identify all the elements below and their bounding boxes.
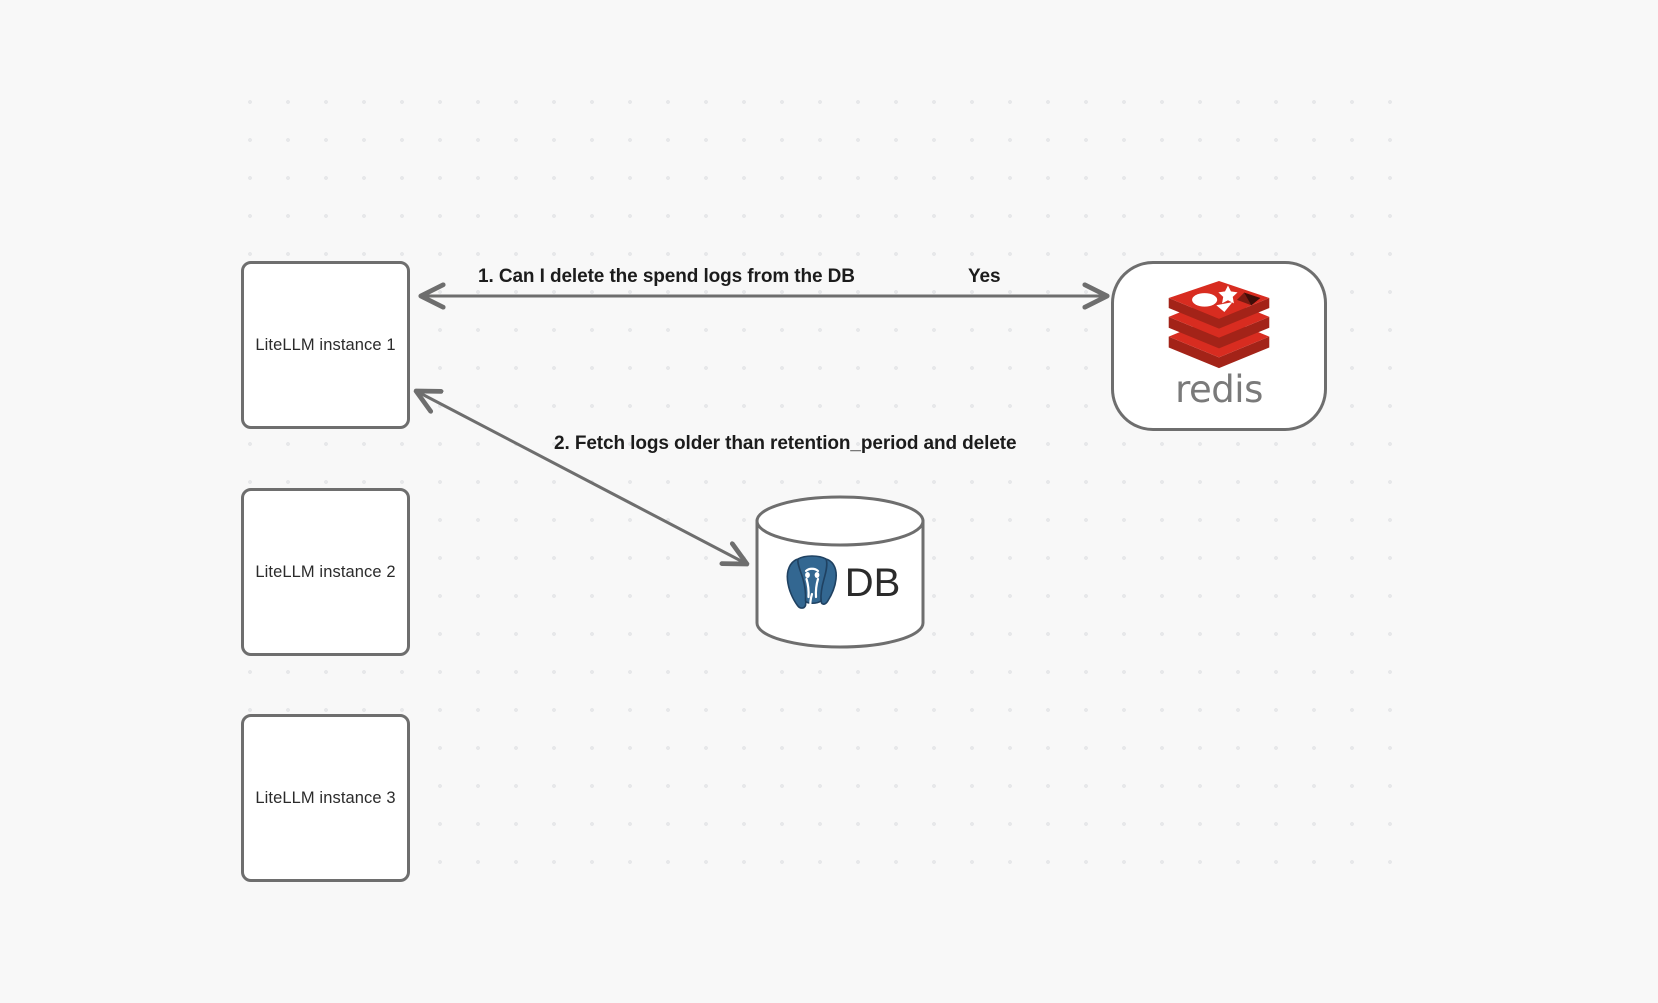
- edge-label-yes: Yes: [968, 266, 1001, 287]
- redis-logo-group: redis: [1165, 280, 1273, 411]
- edge-label-step-1: 1. Can I delete the spend logs from the …: [478, 266, 855, 287]
- node-litellm-instance-1[interactable]: LiteLLM instance 1: [241, 261, 410, 429]
- postgresql-elephant-icon: [783, 552, 839, 613]
- edge-label-step-2: 2. Fetch logs older than retention_perio…: [554, 433, 1017, 454]
- db-label: DB: [844, 561, 901, 605]
- edge-db-litellm1: [418, 392, 745, 563]
- cylinder-shape-icon: [755, 495, 925, 649]
- node-label: LiteLLM instance 3: [255, 788, 396, 807]
- redis-wordmark: redis: [1175, 367, 1263, 411]
- node-litellm-instance-3[interactable]: LiteLLM instance 3: [241, 714, 410, 882]
- node-litellm-instance-2[interactable]: LiteLLM instance 2: [241, 488, 410, 656]
- node-label: LiteLLM instance 1: [255, 335, 396, 354]
- node-label: LiteLLM instance 2: [255, 562, 396, 581]
- db-content: DB: [754, 494, 926, 650]
- redis-logo-icon: [1168, 280, 1270, 368]
- node-db[interactable]: DB: [754, 494, 926, 650]
- node-redis[interactable]: redis: [1111, 261, 1327, 431]
